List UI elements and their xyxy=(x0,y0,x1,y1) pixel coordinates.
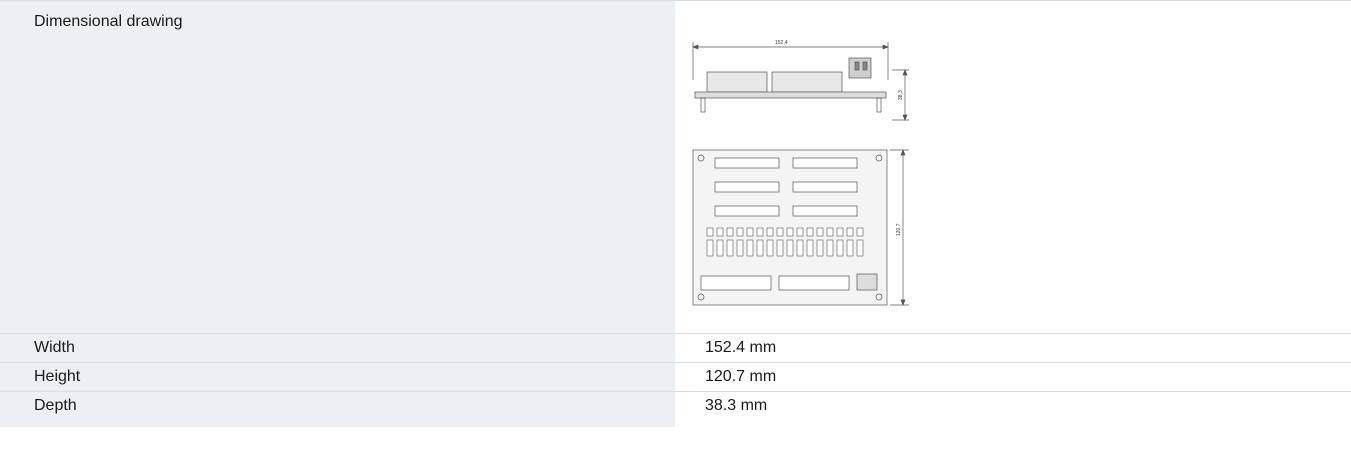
table-row-height: Height 120.7 mm xyxy=(0,362,1351,391)
dimension-width-text: 152,4 xyxy=(775,40,788,46)
spec-label: Dimensional drawing xyxy=(0,1,675,333)
spec-value: 120.7 mm xyxy=(675,363,1351,391)
spec-value: 38.3 mm xyxy=(675,392,1351,427)
spec-value-drawing: 152,4 38,3 xyxy=(675,1,1351,333)
table-row-width: Width 152.4 mm xyxy=(0,333,1351,362)
spec-label: Width xyxy=(0,334,675,362)
spec-value: 152.4 mm xyxy=(675,334,1351,362)
dimension-height-text: 120,7 xyxy=(896,223,902,236)
dimensional-drawing-image: 152,4 38,3 xyxy=(692,40,909,306)
table-row-dimensional-drawing: Dimensional drawing xyxy=(0,0,1351,333)
spec-label: Depth xyxy=(0,392,675,427)
spec-label: Height xyxy=(0,363,675,391)
specifications-table: Dimensional drawing xyxy=(0,0,1351,427)
table-row-depth: Depth 38.3 mm xyxy=(0,391,1351,427)
dimension-depth-text: 38,3 xyxy=(898,90,904,100)
